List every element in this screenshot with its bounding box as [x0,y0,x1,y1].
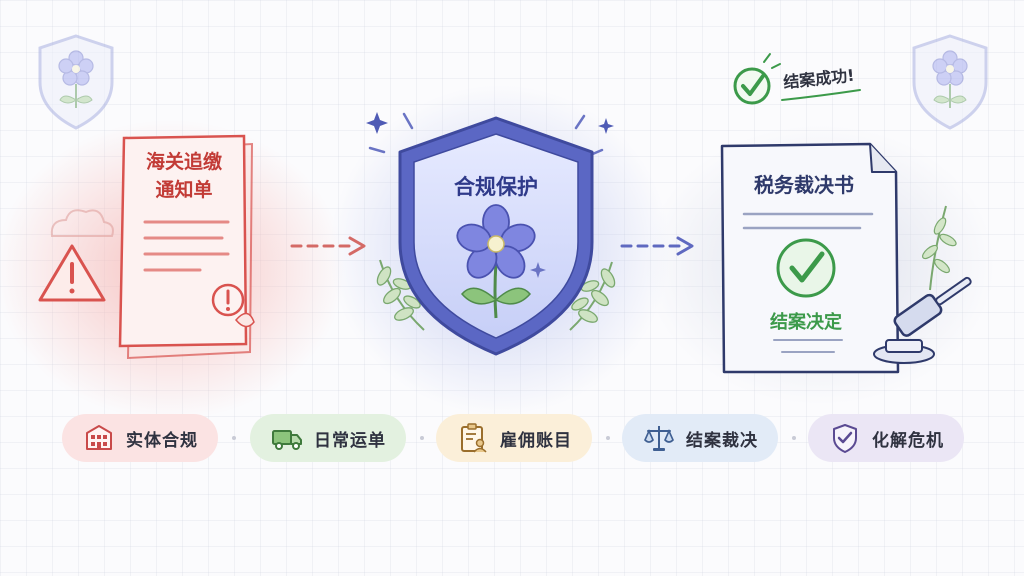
laurel-left-icon [376,259,425,331]
ray-line [574,114,586,130]
check-stamp-icon [776,238,836,298]
pill-daily-waybill: 日常运单 [250,414,406,462]
success-note-text: 结案成功! [781,66,855,92]
building-icon [86,425,112,450]
sparkle-right-icon [598,118,614,134]
case-closed-stamp-text: 结案决定 [770,311,842,333]
pill-employment-accounts: 雇佣账目 [436,414,592,462]
separator-dot [606,436,610,440]
sparkle-small-icon [530,262,546,278]
branch-icon [922,205,957,291]
flow-arrow-blue-icon [620,236,694,256]
shield-check-icon [833,424,857,453]
ray-line [763,53,771,63]
ray-line [771,63,781,69]
shield-title: 合规保护 [454,175,538,199]
gavel-icon [873,276,972,364]
pill-label: 实体合规 [126,430,198,451]
pill-case-ruling: 结案裁决 [622,414,778,462]
flow-arrow-red-icon [290,236,366,256]
corner-shield-left-icon [38,34,114,130]
pill-label: 日常运单 [314,430,386,451]
flower-icon [456,204,536,319]
ray-line [368,146,386,154]
pill-label: 化解危机 [872,430,944,451]
scales-icon [644,426,674,451]
ray-line [402,112,414,130]
customs-notice-title-line1: 海关追缴 [146,150,223,173]
separator-dot [420,436,424,440]
success-check-icon [733,67,771,105]
clipboard-person-icon [461,423,487,453]
corner-shield-right-icon [912,34,988,130]
cloud-icon [50,209,114,237]
customs-notice-title-line2: 通知单 [155,178,212,201]
laurel-right-icon [569,261,616,331]
truck-icon [272,430,302,450]
pill-entity-compliance: 实体合规 [62,414,218,462]
sparkle-left-icon [366,112,388,134]
pill-crisis-resolved: 化解危机 [808,414,964,462]
separator-dot [792,436,796,440]
pill-label: 雇佣账目 [500,430,572,451]
warning-triangle-icon [38,244,106,302]
alert-circle-icon [211,283,245,317]
tax-ruling-title: 税务裁决书 [754,173,854,197]
separator-dot [232,436,236,440]
pill-label: 结案裁决 [686,430,758,451]
success-underline [781,89,861,101]
